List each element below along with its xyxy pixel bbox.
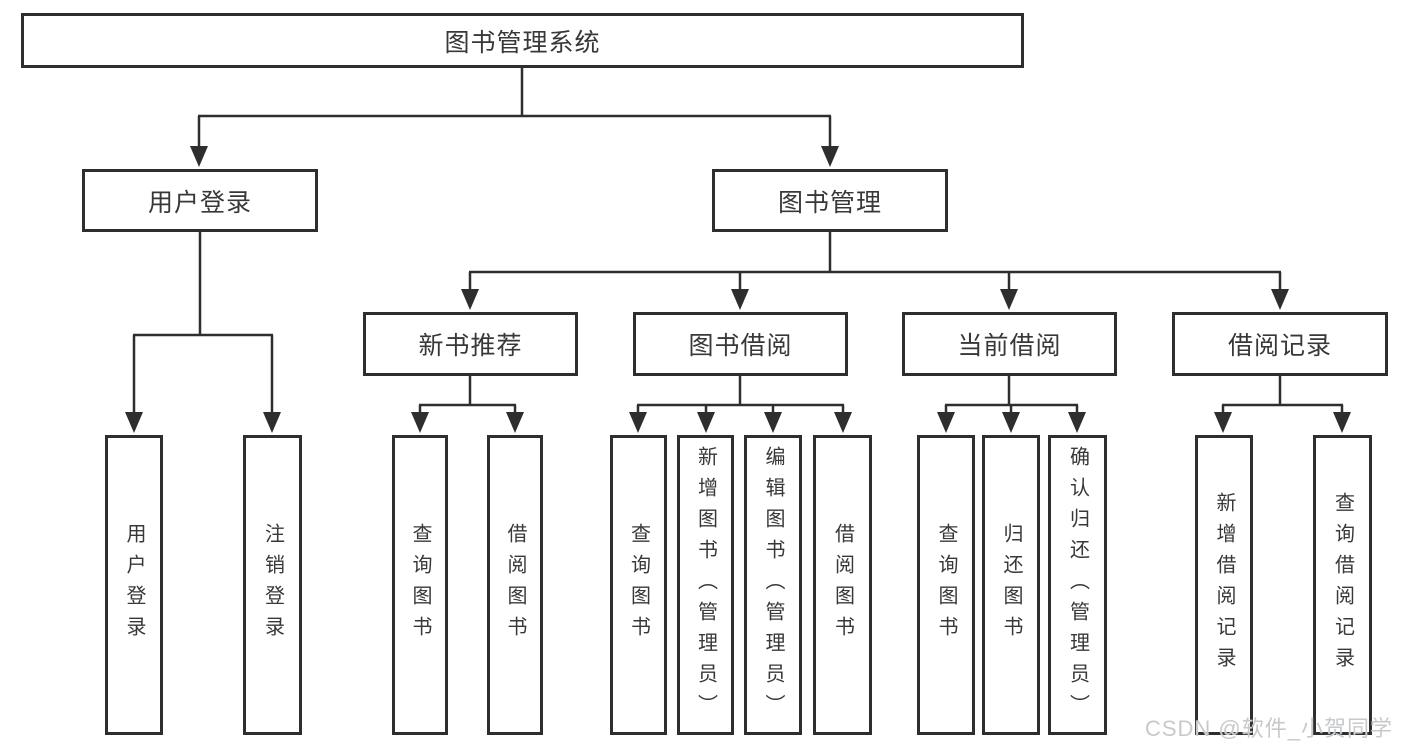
node-new-book-recommend: 新书推荐 [363,312,578,376]
node-user-login: 用户登录 [82,169,318,232]
node-current-borrowing: 当前借阅 [902,312,1117,376]
leaf-query-books-current: 查询图书 [917,435,975,735]
leaf-add-book-admin: 新增图书（管理员） [677,435,734,735]
node-book-management: 图书管理 [712,169,948,232]
leaf-confirm-return-admin: 确认归还（管理员） [1048,435,1107,735]
leaf-logout: 注销登录 [243,435,302,735]
node-book-management-system: 图书管理系统 [21,13,1024,68]
leaf-edit-book-admin: 编辑图书（管理员） [744,435,802,735]
leaf-user-login: 用户登录 [105,435,163,735]
leaf-return-books: 归还图书 [982,435,1040,735]
node-borrowing-records: 借阅记录 [1172,312,1388,376]
leaf-query-books-recommend: 查询图书 [392,435,448,735]
csdn-watermark: CSDN @软件_小贺同学 [1144,716,1393,741]
leaf-query-books-borrowing: 查询图书 [610,435,667,735]
node-book-borrowing: 图书借阅 [633,312,848,376]
leaf-borrow-books-recommend: 借阅图书 [487,435,543,735]
leaf-add-borrow-record: 新增借阅记录 [1195,435,1253,735]
leaf-borrow-books-borrowing: 借阅图书 [813,435,872,735]
leaf-query-borrow-record: 查询借阅记录 [1313,435,1372,735]
